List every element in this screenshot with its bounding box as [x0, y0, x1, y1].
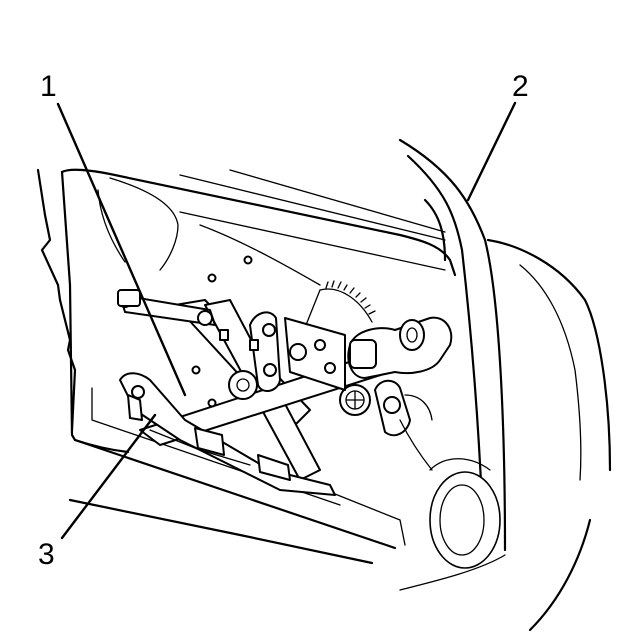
callout-3: 3 — [38, 538, 55, 571]
callout-1: 1 — [40, 70, 57, 103]
regulator-motor — [284, 316, 453, 437]
leader-line-1 — [56, 102, 187, 397]
speaker-opening — [429, 458, 501, 569]
regulator-bracket — [119, 372, 336, 496]
leader-line-2 — [466, 101, 517, 202]
callout-2: 2 — [512, 70, 529, 103]
door-inner-panel — [36, 168, 457, 565]
leader-line-3 — [60, 413, 157, 540]
door-frame — [398, 138, 612, 632]
mount-holes — [117, 255, 433, 471]
